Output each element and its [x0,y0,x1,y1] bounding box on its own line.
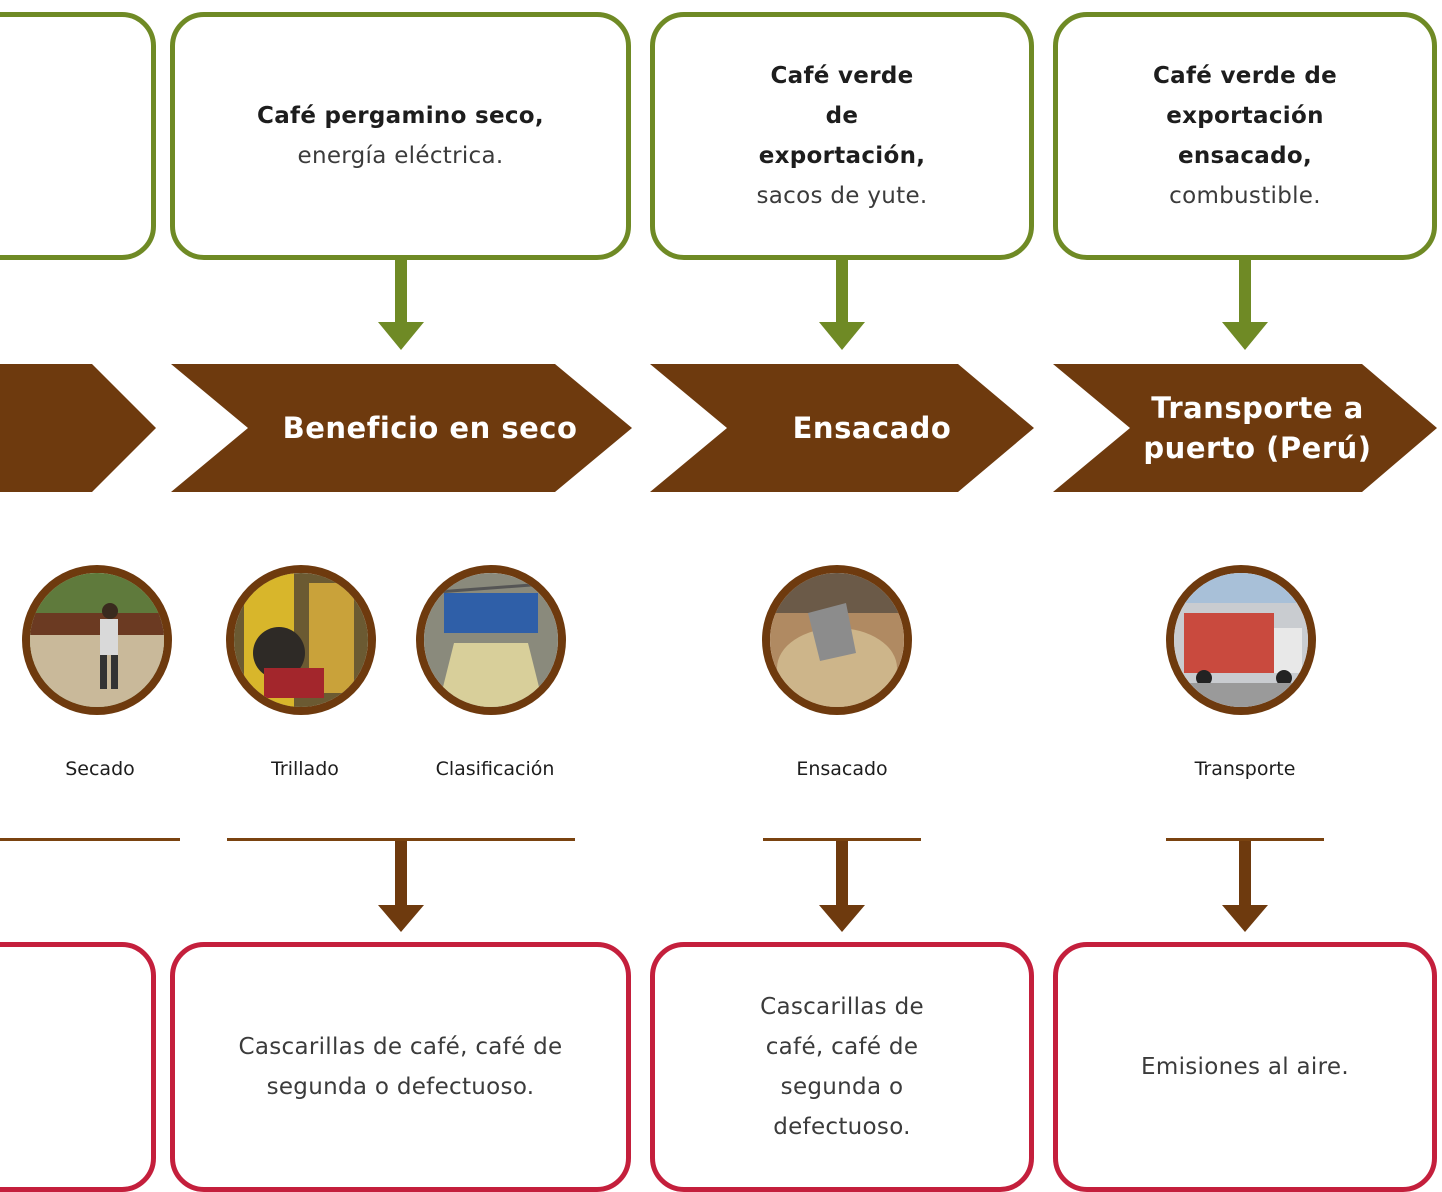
photo-label-secado: Secado [65,758,135,780]
green-arrow-head [819,322,865,350]
photo-label-transporte: Transporte [1194,758,1296,780]
photo-transporte [1166,565,1316,715]
photo-label-trillado: Trillado [271,758,339,780]
output-text: Cascarillas de café, café de segunda o d… [238,1034,563,1100]
input-box-ensacado: Café verde de exportación, sacos de yute… [650,12,1034,260]
photo-ensacado [762,565,912,715]
brown-arrow-shaft [1239,840,1251,906]
input-bold-text: Café pergamino seco, [257,103,544,129]
input-text: sacos de yute. [756,183,928,209]
step-label-beneficio: Beneficio en seco [282,411,578,445]
brown-arrow-head [1222,905,1268,932]
green-arrow-shaft [1239,258,1251,322]
photo-trillado [226,565,376,715]
input-arrows [378,258,1268,350]
input-text: energía eléctrica. [297,143,504,169]
green-arrow-shaft [395,258,407,322]
divider-line [1166,838,1324,841]
chevron-step-transporte [1053,364,1437,492]
input-text: combustible. [1169,183,1321,209]
input-box-secado [0,12,156,260]
input-box-beneficio-seco: Café pergamino seco, energía eléctrica. [170,12,631,260]
brown-arrow-head [378,905,424,932]
step-label-transporte: Transporte a puerto (Perú) [1143,391,1372,465]
brown-arrow-shaft [395,840,407,906]
input-bold-text: Café verde de exportación, [758,63,926,169]
output-box-ensacado: Cascarillas de café, café de segunda o d… [650,942,1034,1192]
brown-arrow-shaft [836,840,848,906]
chevron-step-secado [0,364,156,492]
divider-line [0,838,180,841]
chevron-step-ensacado [650,364,1034,492]
photo-secado [22,565,172,715]
green-arrow-head [1222,322,1268,350]
input-box-transporte: Café verde de exportación ensacado, comb… [1053,12,1437,260]
divider-line [227,838,575,841]
input-bold-text: Café verde de exportación ensacado, [1153,63,1337,169]
green-arrow-head [378,322,424,350]
brown-arrow-head [819,905,865,932]
photo-label-ensacado: Ensacado [796,758,888,780]
chevron-step-beneficio [171,364,632,492]
process-chevrons [0,364,1437,492]
output-box-secado [0,942,156,1192]
divider-line [763,838,921,841]
photo-label-clasificacion: Clasificación [435,758,555,780]
step-label-ensacado: Ensacado [792,411,952,445]
photo-clasificacion [416,565,566,715]
output-text: Cascarillas de café, café de segunda o d… [760,994,924,1140]
output-box-beneficio-seco: Cascarillas de café, café de segunda o d… [170,942,631,1192]
output-text: Emisiones al aire. [1141,1054,1349,1080]
output-box-transporte: Emisiones al aire. [1053,942,1437,1192]
green-arrow-shaft [836,258,848,322]
output-arrows [378,840,1268,932]
